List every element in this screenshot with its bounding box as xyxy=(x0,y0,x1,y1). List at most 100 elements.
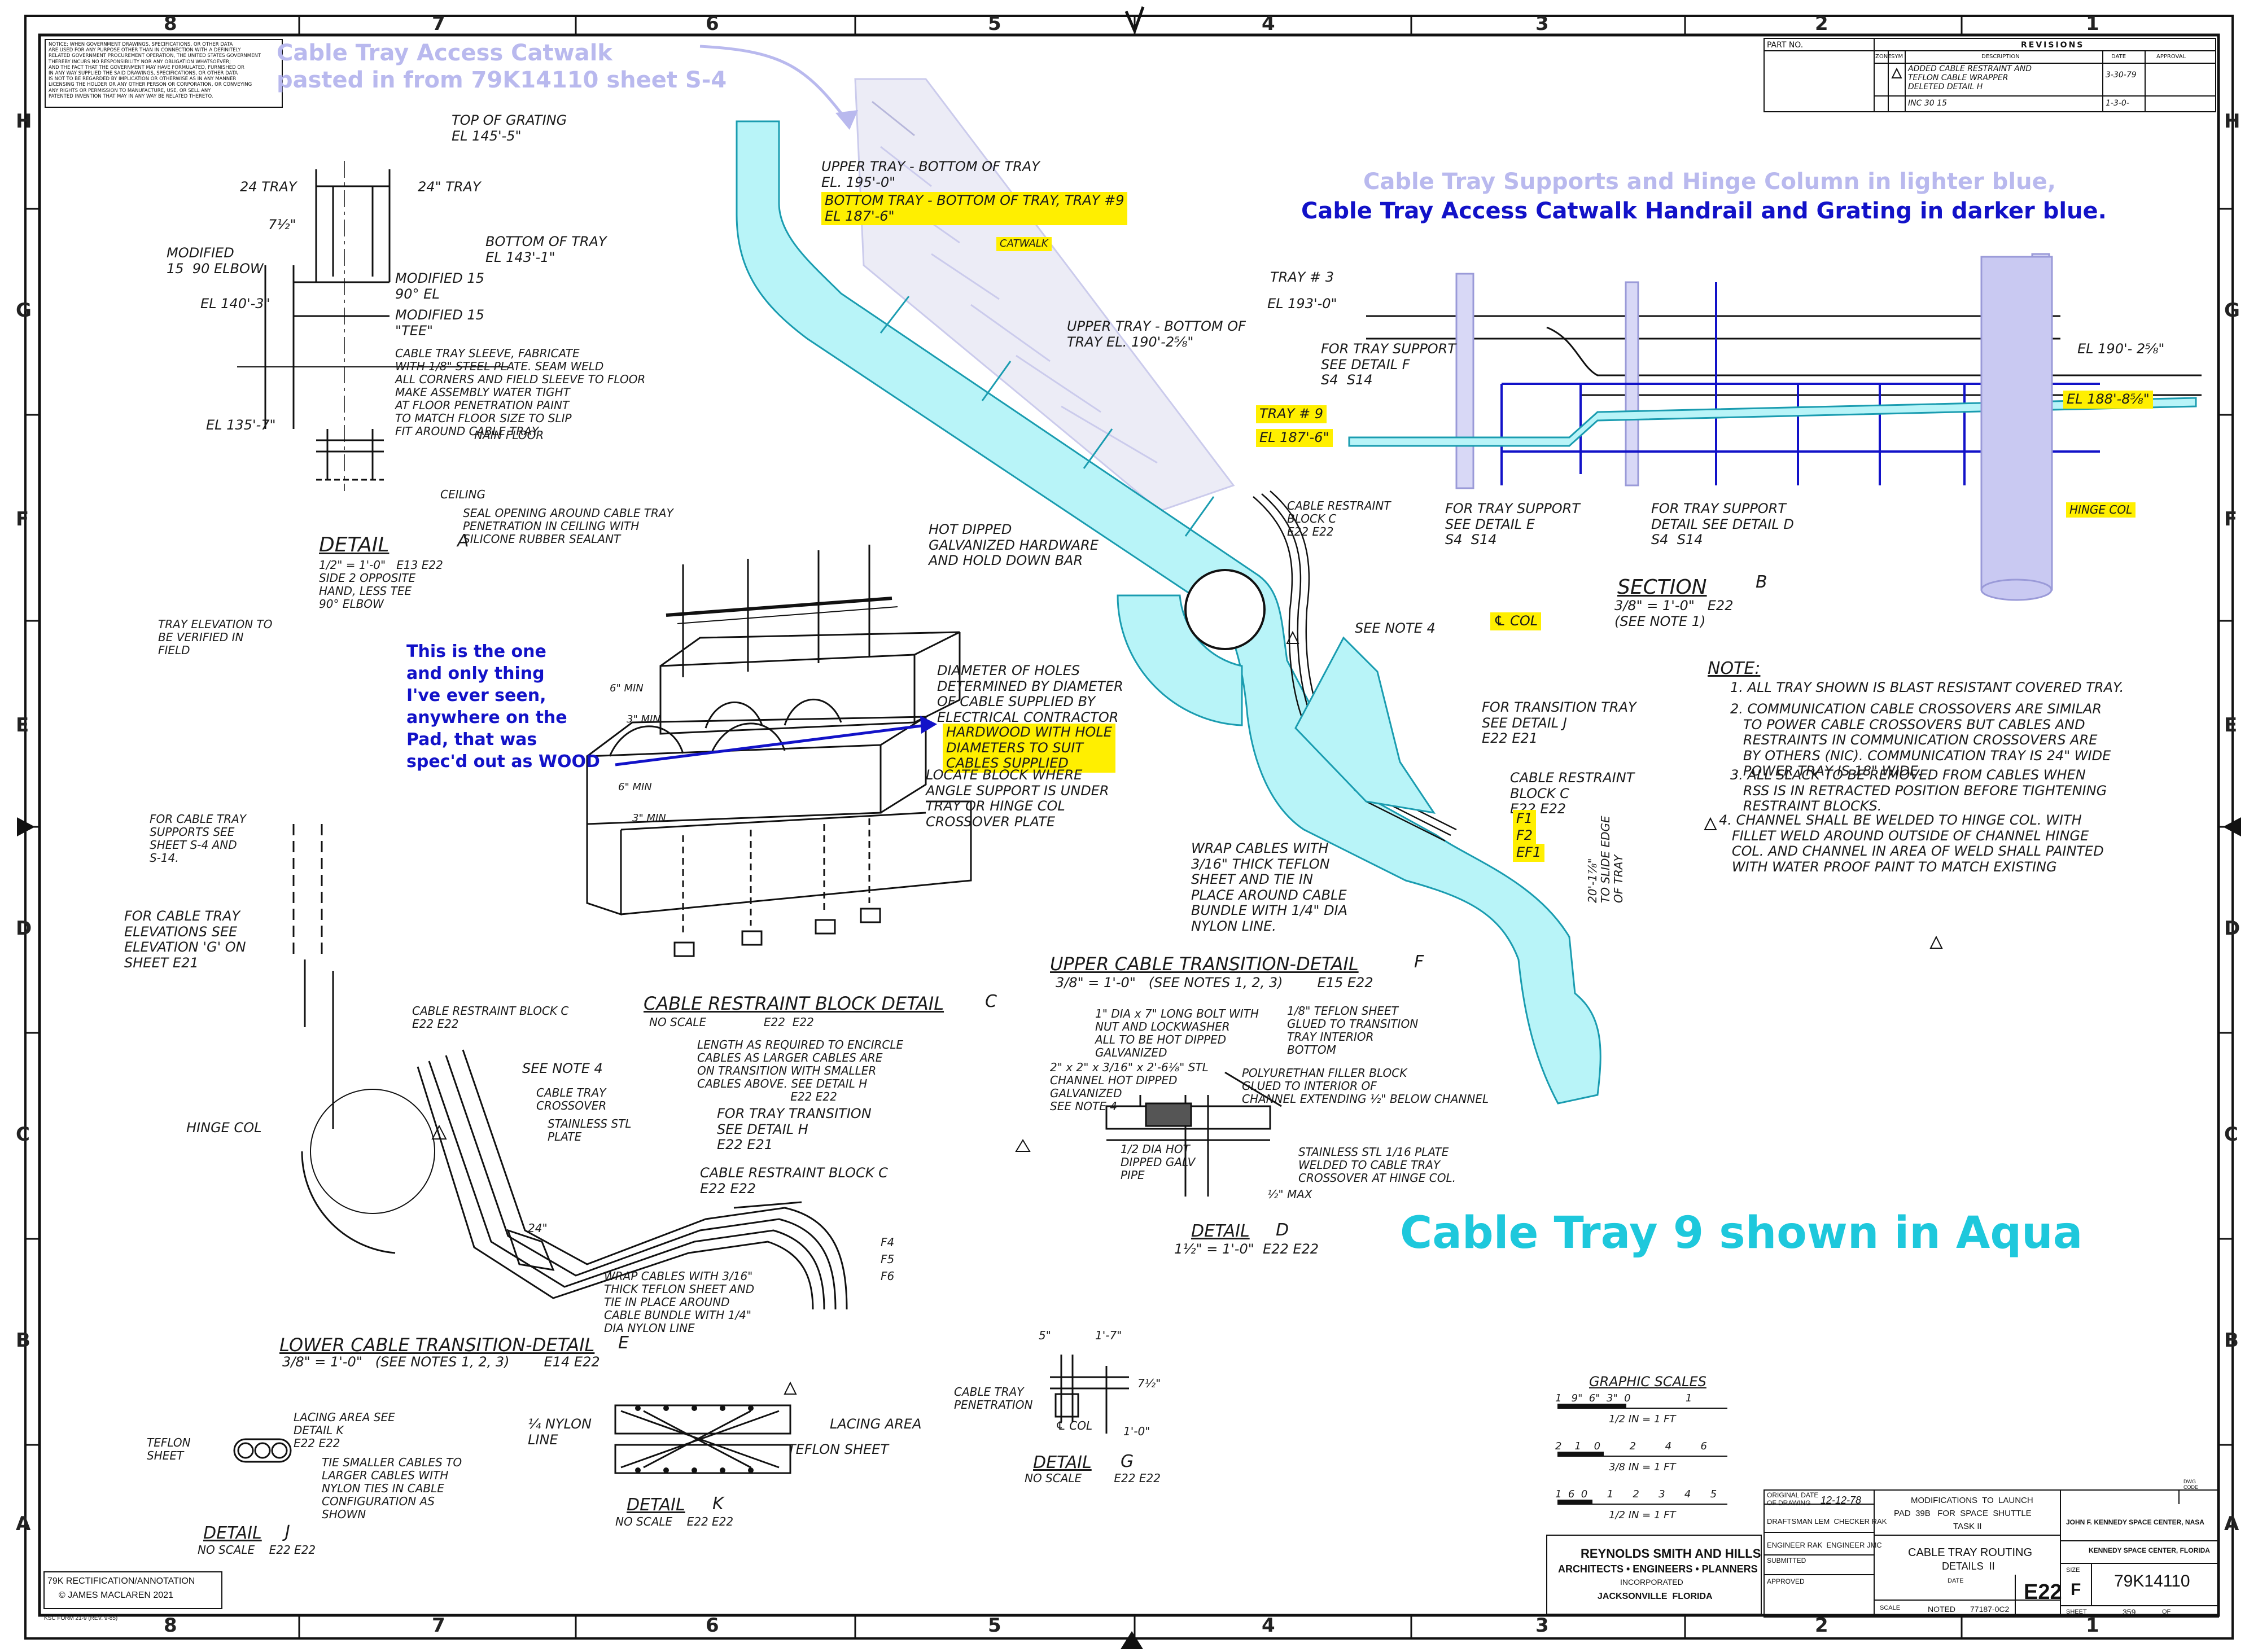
detail-d-title: DETAIL xyxy=(1191,1221,1250,1241)
zone-row-a-right: A xyxy=(2224,1513,2239,1535)
label-col-center: ℄ COL xyxy=(1490,612,1542,630)
scale-value: NOTED xyxy=(1928,1605,1955,1614)
revisions-row1-desc: ADDED CABLE RESTRAINT AND TEFLON CABLE W… xyxy=(1908,64,2032,91)
modifications-line3: TASK II xyxy=(1953,1522,1982,1531)
revisions-col-sym: SYM xyxy=(1891,54,1903,60)
zone-col-3: 3 xyxy=(1535,12,1549,35)
label-restraint-block-ll: CABLE RESTRAINT BLOCK C E22 E22 xyxy=(412,1004,569,1031)
zone-row-c: C xyxy=(16,1123,30,1146)
detail-k-title: DETAIL xyxy=(627,1495,685,1515)
zone-row-h-right: H xyxy=(2224,110,2241,133)
revision-triangles xyxy=(784,630,1943,1395)
note-1: 1. ALL TRAY SHOWN IS BLAST RESISTANT COV… xyxy=(1730,680,2124,695)
label-nain-floor: NAIN FLOOR xyxy=(474,428,544,442)
label-el-190-r: EL 190'- 2⅝" xyxy=(2077,341,2165,357)
detail-c-title: CABLE RESTRAINT BLOCK DETAIL xyxy=(644,993,944,1014)
zone-col-1-bottom: 1 xyxy=(2086,1614,2099,1637)
zone-row-f-right: F xyxy=(2224,508,2238,531)
engineer-row: ENGINEER RAK ENGINEER JMC xyxy=(1767,1541,1882,1549)
detail-e-letter: E xyxy=(618,1333,629,1353)
label-six-min: 6" MIN xyxy=(610,682,644,694)
zone-col-2-bottom: 2 xyxy=(1815,1614,1828,1637)
zone-col-4: 4 xyxy=(1262,12,1275,35)
label-f6: F6 xyxy=(881,1269,895,1283)
label-modified-tee: MODIFIED 15 "TEE" xyxy=(395,307,484,339)
label-one-0: 1'-0" xyxy=(1123,1425,1150,1438)
graphic-scale-1-label: 1/2 IN = 1 FT xyxy=(1609,1413,1676,1425)
zone-col-1: 1 xyxy=(2086,12,2099,35)
label-restraint-block-c: CABLE RESTRAINT BLOCK C E22 E22 xyxy=(1287,499,1391,538)
detail-k-lines xyxy=(614,1404,791,1474)
washers xyxy=(673,908,881,957)
label-bottom-tray-143: BOTTOM OF TRAY EL 143'-1" xyxy=(485,234,607,265)
zone-col-2: 2 xyxy=(1815,12,1828,35)
annotation-wood-note: This is the one and only thing I've ever… xyxy=(406,642,600,772)
label-tray-support-d: FOR TRAY SUPPORT DETAIL SEE DETAIL D S4 … xyxy=(1651,501,1794,548)
label-cable-supports: FOR CABLE TRAY SUPPORTS SEE SHEET S-4 AN… xyxy=(150,812,247,865)
label-tray24-b: 24 TRAY xyxy=(240,179,297,195)
label-see-note4: SEE NOTE 4 xyxy=(1355,620,1436,636)
zone-row-b: B xyxy=(16,1329,30,1352)
wood-pointer xyxy=(615,724,926,766)
credit-line2: © JAMES MACLAREN 2021 xyxy=(59,1590,173,1600)
detail-d-lines xyxy=(1105,1071,1282,1197)
annotation-tray9-aqua: Cable Tray 9 shown in Aqua xyxy=(1400,1208,2083,1259)
original-date-label: ORIGINAL DATE OF DRAWING xyxy=(1767,1491,1819,1507)
revisions-col-approval: APPROVAL xyxy=(2156,54,2186,60)
detail-e-scale: 3/8" = 1'-0" (SEE NOTES 1, 2, 3) E14 E22 xyxy=(282,1354,600,1370)
detail-f-scale: 3/8" = 1'-0" (SEE NOTES 1, 2, 3) E15 E22 xyxy=(1056,975,1373,991)
detail-g-letter: G xyxy=(1121,1452,1134,1471)
ksc-form: KSC FORM 21-9 (REV. 9-85) xyxy=(44,1615,118,1622)
zone-ticks xyxy=(25,16,2233,1638)
graphic-scale-2-ticks: 2 1 0 2 4 6 xyxy=(1555,1440,1707,1452)
zone-col-7-bottom: 7 xyxy=(432,1614,445,1637)
zone-row-d-right: D xyxy=(2224,917,2241,940)
detail-a-letter: A xyxy=(457,531,469,551)
label-cable-tray-cross: CABLE TRAY CROSSOVER xyxy=(536,1086,607,1112)
job-number: 77187-0C2 xyxy=(1970,1605,2010,1614)
zone-col-6-bottom: 6 xyxy=(706,1614,719,1637)
zone-col-7: 7 xyxy=(432,12,445,35)
zone-col-5: 5 xyxy=(988,12,1001,35)
zone-row-g: G xyxy=(16,299,32,322)
zone-row-c-right: C xyxy=(2224,1123,2238,1146)
label-ceiling: CEILING xyxy=(440,488,485,501)
label-half-dia-hot: 1/2 DIA HOT DIPPED GALV PIPE xyxy=(1121,1142,1196,1182)
detail-g-title: DETAIL xyxy=(1033,1453,1092,1473)
note-3: 3. ALL SLACK TO BE REMOVED FROM CABLES W… xyxy=(1730,767,2107,814)
zone-row-e-right: E xyxy=(2224,714,2238,737)
detail-c-letter: C xyxy=(985,992,997,1011)
label-sleeve-note: CABLE TRAY SLEEVE, FABRICATE WITH 1/8" S… xyxy=(395,347,646,438)
section-b-title: SECTION xyxy=(1617,576,1707,599)
label-el-188: EL 188'-8⅝" xyxy=(2063,391,2153,409)
annotation-supports-lighter: Cable Tray Supports and Hinge Column in … xyxy=(1363,169,2056,195)
detail-a-lines xyxy=(237,161,508,491)
credit-line1: 79K RECTIFICATION/ANNOTATION xyxy=(47,1576,195,1586)
date-label: DATE xyxy=(1948,1577,1964,1584)
label-modified-15-90: MODIFIED 15 90° EL xyxy=(395,270,484,302)
bolts xyxy=(666,545,898,937)
drawing-title-1: CABLE TRAY ROUTING xyxy=(1908,1546,2033,1559)
sheet-value: 359 xyxy=(2123,1607,2136,1616)
zone-row-f: F xyxy=(16,508,29,531)
label-teflon-sheet-l: TEFLON SHEET xyxy=(147,1436,191,1462)
section-b-scale: 3/8" = 1'-0" E22 (SEE NOTE 1) xyxy=(1614,598,1734,629)
center-arrow-left xyxy=(17,817,35,836)
firm-name: REYNOLDS SMITH AND HILLS xyxy=(1581,1546,1761,1561)
catwalk-pointer xyxy=(699,45,851,125)
hinge-column-cylinder xyxy=(1980,256,2053,601)
label-ef1: EF1 xyxy=(1513,844,1545,862)
label-hot-dipped: HOT DIPPED GALVANIZED HARDWARE AND HOLD … xyxy=(929,522,1099,569)
zone-row-h: H xyxy=(16,110,32,133)
sheet-label: SHEET xyxy=(2066,1609,2087,1615)
revisions-part-no: PART NO. xyxy=(1767,41,1804,50)
label-tie-smaller: TIE SMALLER CABLES TO LARGER CABLES WITH… xyxy=(322,1456,462,1521)
label-tray-transition-h: FOR TRAY TRANSITION SEE DETAIL H E22 E21 xyxy=(717,1106,872,1153)
graphic-scales-title: GRAPHIC SCALES xyxy=(1589,1374,1706,1390)
label-channel-note: 2" x 2" x 3/16" x 2'-6⅛" STL CHANNEL HOT… xyxy=(1050,1061,1209,1113)
detail-k-scale: NO SCALE E22 E22 xyxy=(615,1515,734,1528)
zone-row-e: E xyxy=(16,714,29,737)
detail-e-title: LOWER CABLE TRANSITION-DETAIL xyxy=(279,1334,595,1356)
zone-row-g-right: G xyxy=(2224,299,2240,322)
detail-d-letter: D xyxy=(1276,1220,1289,1240)
